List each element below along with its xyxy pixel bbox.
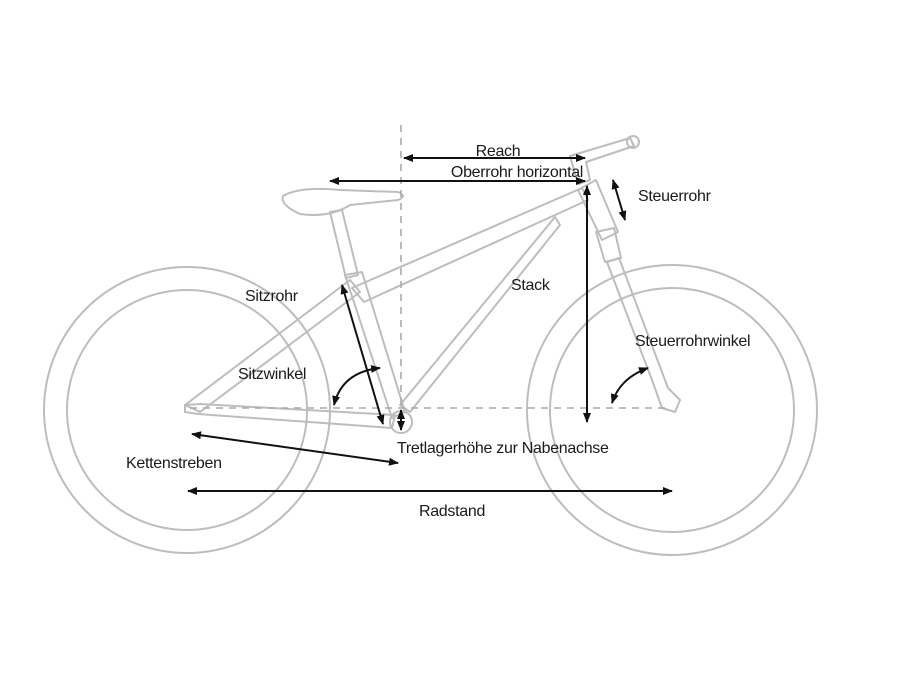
chainstay-label: Kettenstreben [126,455,222,472]
front-wheel [526,264,818,556]
seat-angle-arc [332,364,381,406]
seat-tube-arrow [340,284,385,425]
chainstay-arrow [191,431,399,466]
head-tube-label: Steuerrohr [638,188,712,205]
wheelbase-label: Radstand [419,503,485,520]
seat-angle-label: Sitzwinkel [238,366,306,383]
top-tube-label: Oberrohr horizontal [451,164,583,181]
head-tube-arrow [611,179,627,221]
stack-label: Stack [511,277,551,294]
bb-height-label: Tretlagerhöhe zur Nabenachse [397,440,609,457]
head-angle-arc [610,367,649,404]
head-angle-label: Steuerrohrwinkel [635,333,750,350]
reach-label: Reach [476,143,521,160]
seat-tube-label: Sitzrohr [245,288,299,305]
rear-wheel [43,266,331,554]
